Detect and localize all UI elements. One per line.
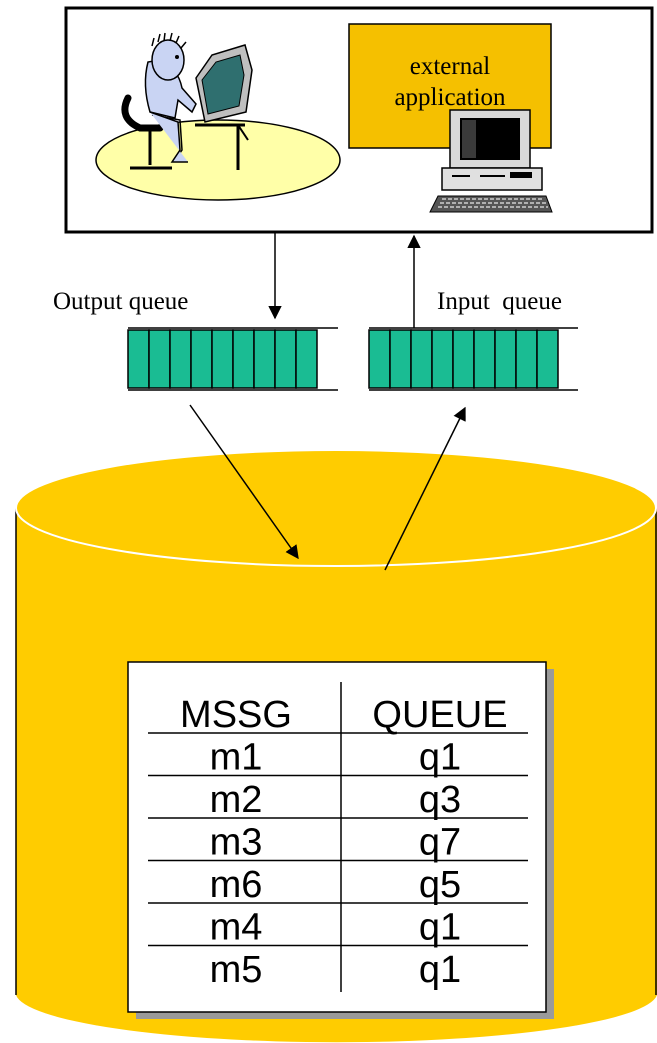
output-queue-cell [148,329,171,389]
user-at-computer-icon [95,32,341,201]
table-cell-queue: q5 [419,864,461,906]
output-queue-cell [169,329,192,389]
input-queue-cell [410,329,433,389]
input-queue-cell [473,329,496,389]
table-cell-queue: q1 [419,949,461,991]
table-panel [127,661,547,1013]
table-header-mssg: MSSG [180,694,292,736]
table-cell-message: m3 [210,822,263,864]
user-floor-ellipse [95,119,341,201]
table-cell-message: m2 [210,779,263,821]
output-queue-cell [232,329,255,389]
external-app-label-line1: external [410,53,491,80]
table-cell-queue: q3 [419,779,461,821]
table-cell-queue: q7 [419,822,461,864]
table-cell-message: m1 [210,737,263,779]
input-queue-cell [536,329,559,389]
output-queue-cell [211,329,234,389]
output-queue-cell [274,329,297,389]
desktop-computer-icon [429,109,553,213]
input-queue-cell [368,329,391,389]
input-queue-cell [431,329,454,389]
table-cell-queue: q1 [419,737,461,779]
input-queue-cell [515,329,538,389]
table-cell-message: m4 [210,907,263,949]
database-top [15,449,657,567]
table-cell-message: m5 [210,949,263,991]
output-queue-cell [127,329,150,389]
input-queue-cell [452,329,475,389]
output-to-db-arrow [189,404,299,560]
external-app-label-line2: application [394,84,506,111]
table-header-queue: QUEUE [372,694,507,736]
db-to-input-arrow [384,406,466,571]
input-queue [368,327,578,391]
input-queue-cell [389,329,412,389]
output-queue-cell [295,329,318,389]
message-queue-table: MSSG QUEUE m1 q1 m2 q3 m3 q7 m6 q5 m4 q1 m5 q1 [127,661,554,1019]
table-cell-queue: q1 [419,907,461,949]
output-queue-cell [253,329,276,389]
output-queue [127,327,338,391]
input-queue-label: Input queue [437,288,562,315]
output-queue-cell [190,329,213,389]
input-queue-cell [494,329,517,389]
output-queue-label: Output queue [53,288,188,315]
table-cell-message: m6 [210,864,263,906]
